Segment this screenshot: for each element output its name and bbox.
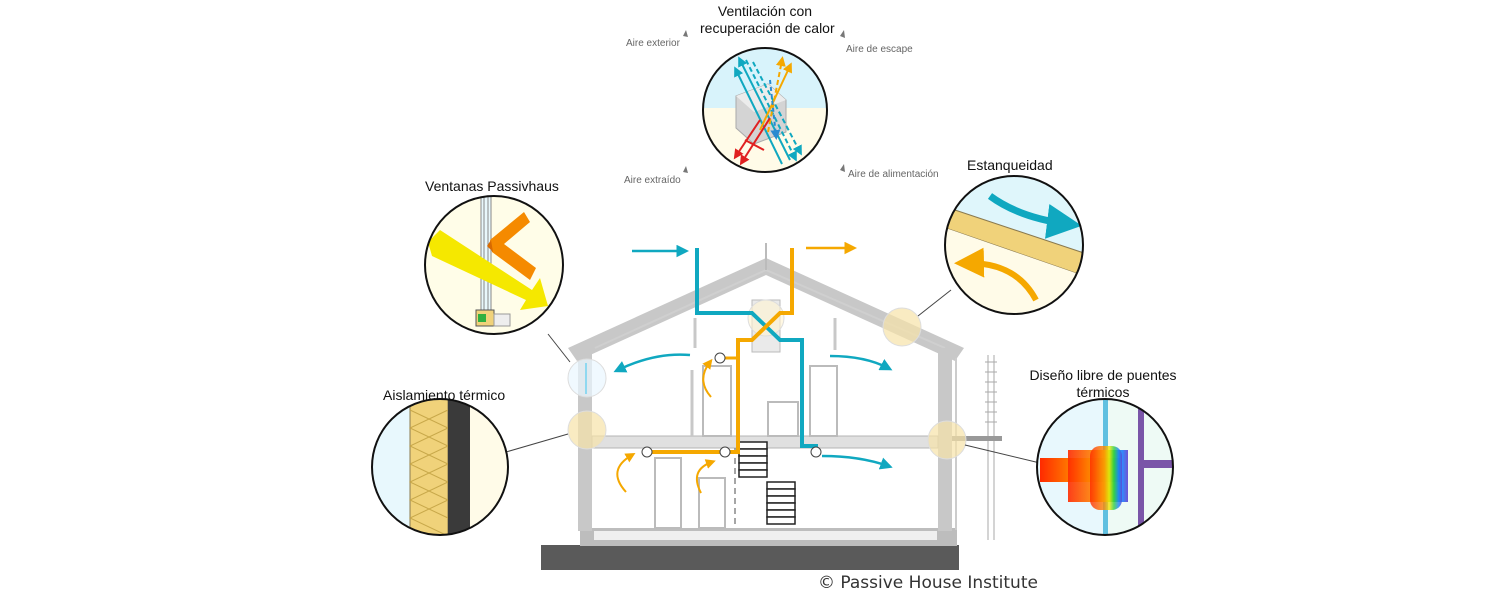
thermal-bridge-title-line1: Diseño libre de puentes xyxy=(1029,367,1177,383)
staircase xyxy=(738,441,796,525)
extract-duct xyxy=(650,248,794,454)
facade-rail xyxy=(985,355,997,540)
bridge-spot xyxy=(927,420,967,460)
thermal-bridge-title-line2: térmicos xyxy=(1076,384,1130,400)
windows-detail xyxy=(424,195,564,335)
airtightness-title: Estanqueidad xyxy=(967,157,1053,173)
airtightness-detail xyxy=(944,175,1084,315)
exhaust-air-label: Aire de escape xyxy=(846,44,913,55)
balcony xyxy=(952,436,1002,441)
house-section xyxy=(505,241,1041,570)
ventilation-detail xyxy=(683,30,845,173)
insulation-spot xyxy=(567,410,607,450)
ground-slab xyxy=(541,545,959,570)
ventilation-title-line1: Ventilación con xyxy=(717,3,813,19)
thermal-bridge-detail xyxy=(1036,398,1174,536)
insulation-detail xyxy=(371,398,509,536)
ventilation-title: Ventilación con recuperación de calor xyxy=(700,3,835,37)
supply-duct xyxy=(695,248,818,452)
thermal-bridge-title: Diseño libre de puentes térmicos xyxy=(1028,367,1178,401)
outdoor-air-label: Aire exterior xyxy=(626,38,680,49)
windows-title: Ventanas Passivhaus xyxy=(425,178,559,194)
supply-air-label: Aire de alimentación xyxy=(848,169,939,180)
insulation-title: Aislamiento térmico xyxy=(383,387,506,403)
ventilation-title-line2: recuperación de calor xyxy=(700,20,835,36)
copyright-credit: © Passive House Institute xyxy=(818,573,1038,593)
extract-air-label: Aire extraído xyxy=(624,175,681,186)
airtight-spot xyxy=(882,307,922,347)
